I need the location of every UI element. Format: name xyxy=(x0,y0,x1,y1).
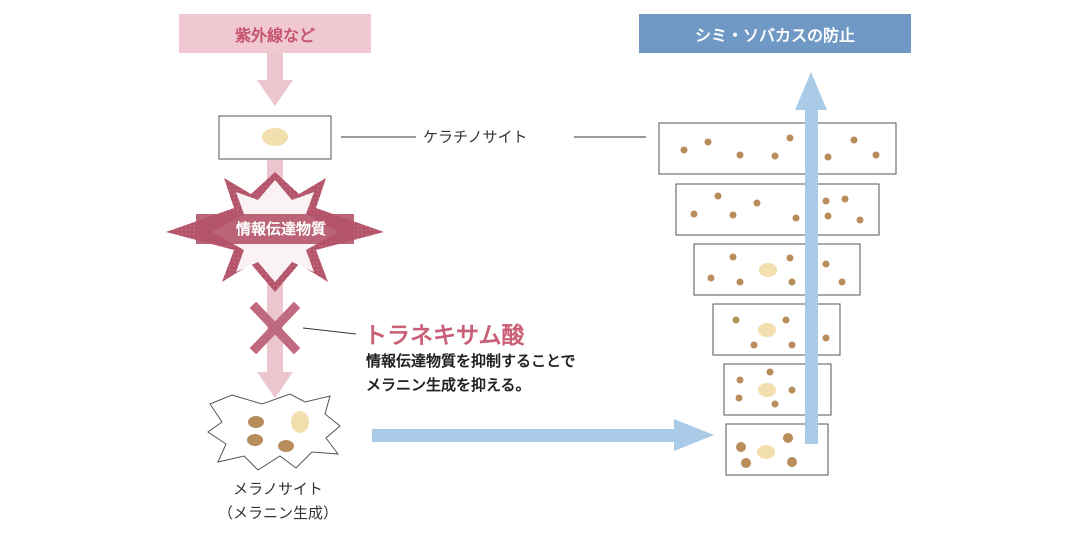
melanin-dot xyxy=(788,386,796,394)
transfer-arrow-shaft xyxy=(372,429,682,442)
melanocyte-label: メラノサイト xyxy=(233,480,323,498)
uv-cause-label: 紫外線など xyxy=(234,25,315,45)
melanocyte-sublabel: （メラニン生成） xyxy=(217,504,338,522)
melanin-dot xyxy=(824,153,832,161)
block-x-icon xyxy=(249,301,301,355)
melanin-dot xyxy=(690,210,698,218)
melanin-dot xyxy=(736,278,744,286)
result-box: シミ・ソバカスの防止 xyxy=(639,14,911,53)
layer-nucleus xyxy=(758,383,776,397)
uv-cause-box: 紫外線など xyxy=(179,14,371,53)
melanin-dot xyxy=(736,151,744,159)
skin-layers xyxy=(658,122,897,476)
melanin-granule xyxy=(247,434,263,446)
melanin-dot xyxy=(766,368,774,376)
melanin-dot xyxy=(741,458,751,468)
melanin-granule xyxy=(278,440,294,452)
melanin-dot xyxy=(786,134,794,142)
inhibitor-effect-line2: メラニン生成を抑える。 xyxy=(366,376,531,394)
melanin-dot xyxy=(736,442,746,452)
keratinocyte-label: ケラチノサイト xyxy=(423,128,528,146)
skin-layer xyxy=(675,183,880,236)
melanin-dot xyxy=(822,260,830,268)
melanin-dot xyxy=(872,151,880,159)
transfer-arrow-head xyxy=(674,419,714,451)
melanin-dot xyxy=(824,212,832,220)
melanin-dot xyxy=(787,457,797,467)
layer-nucleus xyxy=(758,323,776,337)
melanin-dot xyxy=(735,394,743,402)
keratinocyte-nucleus xyxy=(262,128,288,146)
melanin-dot xyxy=(792,214,800,222)
layer-nucleus xyxy=(757,445,775,459)
melanin-dot xyxy=(771,400,779,408)
layer-nuclei xyxy=(757,263,777,459)
upward-arrow-shaft xyxy=(805,106,818,444)
melanin-dot xyxy=(838,278,846,286)
melanin-dot xyxy=(788,278,796,286)
melanin-dot xyxy=(782,316,790,324)
inhibitor-leader-line xyxy=(302,327,357,335)
melanin-dot xyxy=(788,341,796,349)
melanin-dot xyxy=(736,376,744,384)
uv-arrow-head xyxy=(257,80,293,106)
inhibitor-effect-line1: 情報伝達物質を抑制することで xyxy=(366,352,576,370)
signal-substance-label: 情報伝達物質 xyxy=(235,220,326,238)
melanin-dot xyxy=(729,253,737,261)
melanin-dot xyxy=(856,216,864,224)
melanin-dot xyxy=(771,152,779,160)
skin-layer xyxy=(658,122,897,175)
inhibitor-name: トラネキサム酸 xyxy=(364,323,525,349)
melanin-dot xyxy=(732,316,740,324)
melanin-dot xyxy=(841,195,849,203)
melanin-dot xyxy=(822,197,830,205)
melanin-dot xyxy=(704,138,712,146)
melanin-dot xyxy=(714,192,722,200)
melanin-dot xyxy=(822,334,830,342)
signal-arrow-head xyxy=(257,372,293,398)
melanocyte-cell xyxy=(207,393,341,471)
uv-arrow-shaft xyxy=(267,53,283,83)
melanin-dot xyxy=(680,146,688,154)
melanin-dot xyxy=(783,433,793,443)
layer-melanin xyxy=(680,134,880,468)
melanin-dot xyxy=(729,211,737,219)
melanocyte-nucleus xyxy=(291,411,309,433)
result-label: シミ・ソバカスの防止 xyxy=(694,25,855,45)
melanin-dot xyxy=(850,136,858,144)
melanin-dot xyxy=(786,254,794,262)
skin-layer xyxy=(712,303,841,356)
upward-arrow-head xyxy=(795,72,827,110)
melanin-dot xyxy=(750,341,758,349)
melanin-dot xyxy=(707,274,715,282)
melanin-granule xyxy=(248,416,264,428)
skin-layer xyxy=(693,243,861,296)
layer-nucleus xyxy=(759,263,777,277)
signal-burst-label-band xyxy=(196,214,354,244)
melanin-dot xyxy=(753,199,761,207)
